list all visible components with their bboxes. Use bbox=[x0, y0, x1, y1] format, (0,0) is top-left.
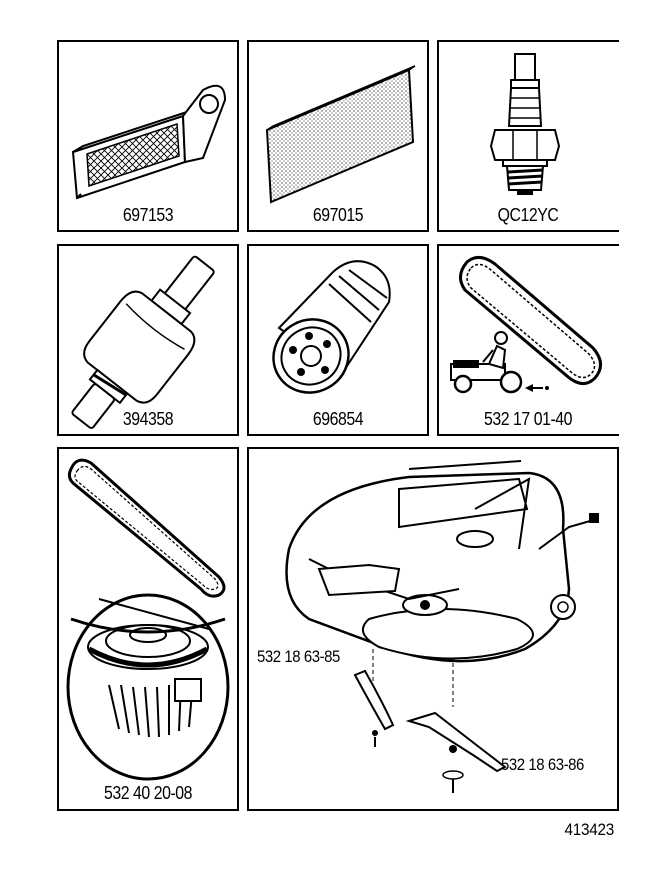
figure-number: 413423 bbox=[564, 820, 615, 839]
part-number-spark-plug: QC12YC bbox=[497, 205, 559, 225]
part-number-drive-belt: 532 17 01-40 bbox=[483, 409, 573, 429]
blade-right bbox=[405, 711, 507, 793]
pre-filter-illustration bbox=[265, 65, 416, 204]
panel-drive-belt: 532 17 01-40 bbox=[437, 244, 619, 436]
part-number-deck-belt-pulley: 532 40 20-08 bbox=[103, 783, 193, 803]
panel-pre-filter: 697015 bbox=[247, 40, 429, 232]
panel-air-filter: 697153 bbox=[57, 40, 239, 232]
part-number-fuel-filter: 394358 bbox=[122, 409, 174, 429]
mower-deck-illustration bbox=[285, 460, 599, 793]
lawn-tractor-icon bbox=[450, 331, 523, 394]
arrow-icon bbox=[525, 384, 549, 392]
drive-belt-illustration bbox=[450, 256, 602, 394]
part-number-pre-filter: 697015 bbox=[312, 205, 364, 225]
air-filter-illustration bbox=[71, 84, 227, 200]
deck-belt-pulley-illustration bbox=[66, 458, 230, 781]
panel-spark-plug: QC12YC bbox=[437, 40, 619, 232]
panel-deck-belt-pulley: 532 40 20-08 bbox=[57, 447, 239, 811]
panel-fuel-filter: 394358 bbox=[57, 244, 239, 436]
callout-blade-right: 532 18 63-86 bbox=[501, 755, 584, 774]
oil-filter-illustration bbox=[272, 260, 391, 394]
panel-mower-deck: 532 18 63-85 532 18 63-86 bbox=[247, 447, 619, 811]
panel-oil-filter: 696854 bbox=[247, 244, 429, 436]
part-number-oil-filter: 696854 bbox=[312, 409, 364, 429]
blade-left bbox=[353, 669, 395, 747]
callout-blade-left: 532 18 63-85 bbox=[257, 647, 340, 666]
fuel-filter-illustration bbox=[71, 255, 215, 429]
spark-plug-illustration bbox=[489, 53, 561, 195]
part-number-air-filter: 697153 bbox=[122, 205, 174, 225]
